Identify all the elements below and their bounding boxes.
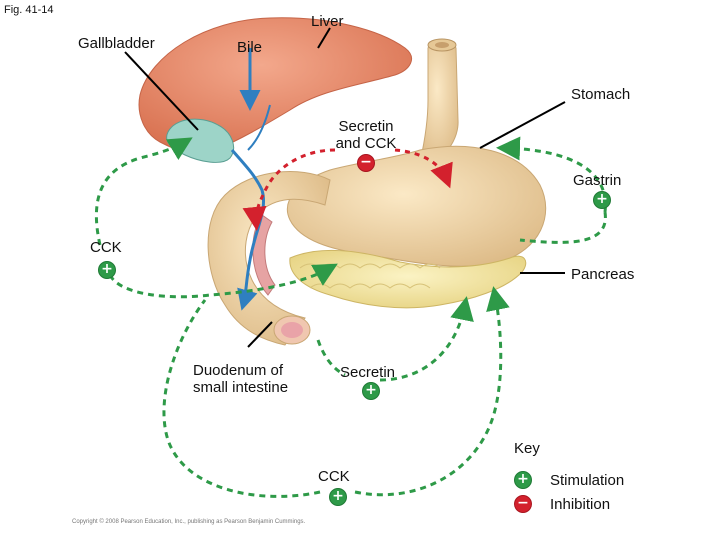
label-gastrin: Gastrin bbox=[573, 172, 622, 189]
stimulation-arrow-cck-pancreas bbox=[108, 263, 338, 299]
label-cck-bottom: CCK bbox=[318, 468, 350, 485]
copyright-notice: Copyright © 2008 Pearson Education, Inc.… bbox=[72, 519, 306, 525]
label-gallbladder: Gallbladder bbox=[78, 35, 155, 52]
stimulation-arrow-secretin-pancreas bbox=[379, 296, 474, 382]
minus-sign-icon: − bbox=[514, 495, 532, 513]
plus-sign-icon: + bbox=[362, 382, 380, 400]
bile-duct bbox=[247, 104, 271, 151]
stomach-shape bbox=[286, 145, 547, 267]
plus-sign-icon: + bbox=[98, 261, 116, 279]
label-duodenum-line1: Duodenum of bbox=[193, 362, 284, 379]
label-bile: Bile bbox=[237, 39, 263, 56]
label-duodenum-line2: small intestine bbox=[193, 379, 289, 396]
key-title: Key bbox=[514, 440, 540, 457]
stimulation-source-duodenum-secretin bbox=[316, 339, 346, 377]
leader-line-duodenum bbox=[247, 321, 273, 348]
inhibition-arrow-to-stomach bbox=[394, 148, 453, 189]
figure-label: Fig. 41-14 bbox=[4, 4, 54, 16]
label-stomach: Stomach bbox=[571, 86, 631, 103]
key-inhibition: Inhibition bbox=[550, 496, 611, 513]
plus-sign-icon: + bbox=[593, 191, 611, 209]
label-pancreas: Pancreas bbox=[571, 266, 635, 283]
leader-line-gallbladder bbox=[124, 51, 199, 131]
label-duodenum: Duodenum of small intestine bbox=[193, 362, 288, 396]
plus-sign-icon: + bbox=[514, 471, 532, 489]
minus-sign-icon: − bbox=[357, 154, 375, 172]
stimulation-arrow-cck-gallbladder bbox=[94, 137, 193, 246]
esophagus-shape bbox=[419, 40, 459, 163]
label-liver: Liver bbox=[311, 13, 344, 30]
leader-line-liver bbox=[317, 27, 331, 49]
key-stimulation: Stimulation bbox=[550, 472, 625, 489]
stimulation-arrow-cck-bottom-left bbox=[162, 299, 321, 498]
inhibition-arrow-to-duodenum bbox=[242, 148, 336, 231]
plus-sign-icon: + bbox=[329, 488, 347, 506]
leader-line-stomach bbox=[479, 101, 566, 149]
label-secretin-cck: Secretin and CCK bbox=[323, 118, 409, 152]
label-cck-left: CCK bbox=[90, 239, 122, 256]
stimulation-arrow-cck-bottom-right bbox=[354, 286, 510, 497]
label-secretin-cck-line2: and CCK bbox=[335, 135, 397, 152]
label-secretin: Secretin bbox=[340, 364, 396, 381]
label-secretin-cck-line1: Secretin bbox=[338, 118, 394, 135]
